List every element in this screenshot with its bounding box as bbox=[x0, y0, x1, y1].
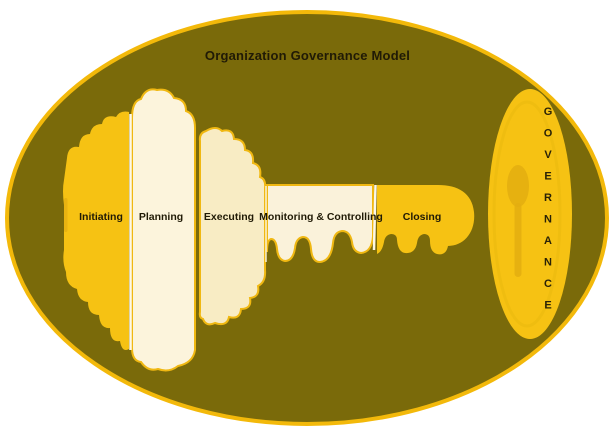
spoon-head-icon bbox=[507, 165, 529, 207]
monitoring-controlling-label: Monitoring & Controlling bbox=[259, 211, 383, 223]
spoon-stem-icon bbox=[514, 203, 522, 277]
executing-segment-shape bbox=[198, 127, 267, 326]
closing-segment-shape bbox=[377, 185, 475, 255]
diagram-title: Organization Governance Model bbox=[204, 48, 411, 63]
executing-label: Executing bbox=[203, 211, 255, 223]
governance-bow-shape bbox=[488, 89, 572, 339]
governance-inner-rim bbox=[492, 100, 562, 328]
planning-segment-shape bbox=[131, 88, 196, 372]
planning-label: Planning bbox=[138, 211, 184, 223]
monitoring-closing-separator bbox=[372, 184, 377, 251]
closing-label: Closing bbox=[402, 211, 442, 223]
governance-label: GOVERNANCE bbox=[542, 106, 554, 321]
initiating-segment-shape bbox=[63, 111, 129, 350]
initiating-highlight-mark bbox=[64, 198, 68, 232]
initiating-label: Initiating bbox=[79, 211, 123, 223]
monitoring-controlling-segment-shape bbox=[266, 184, 374, 264]
